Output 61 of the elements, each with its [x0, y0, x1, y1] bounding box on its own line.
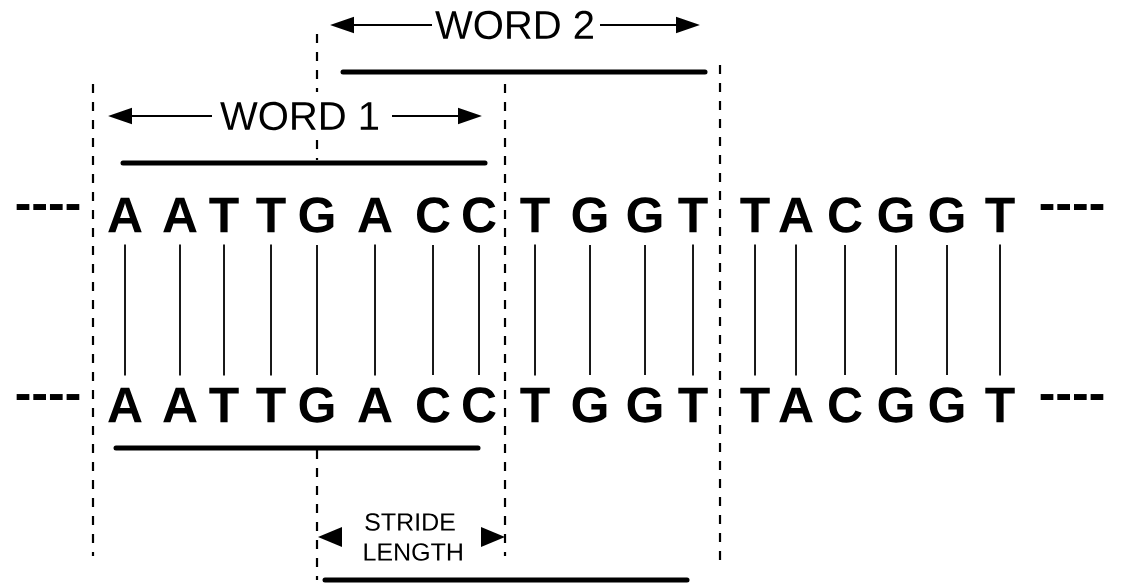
- pairing-line: [999, 243, 1001, 377]
- base-letter: T: [740, 387, 770, 423]
- pairing-line: [589, 244, 591, 376]
- pairing-line: [534, 243, 536, 377]
- base-letter: T: [209, 197, 239, 233]
- base-letter: A: [163, 387, 197, 423]
- continuation-dashes: ----: [16, 394, 80, 400]
- base-letter: A: [779, 197, 813, 233]
- base-letter: T: [209, 387, 239, 423]
- base-letter: G: [627, 387, 662, 423]
- pairing-line: [374, 243, 376, 377]
- base-letter: G: [299, 387, 334, 423]
- base-letter: A: [358, 197, 392, 233]
- word-label: WORD 2: [435, 10, 593, 40]
- base-letter: A: [163, 197, 197, 233]
- pairing-line: [692, 243, 694, 377]
- base-letter: A: [358, 387, 392, 423]
- base-letter: G: [929, 197, 964, 233]
- base-letter: T: [740, 197, 770, 233]
- pairing-line: [946, 244, 948, 376]
- pairing-line: [124, 243, 126, 377]
- base-letter: C: [417, 387, 450, 423]
- base-letter: C: [463, 197, 496, 233]
- pairing-line: [795, 243, 797, 377]
- continuation-dashes: ----: [16, 204, 80, 210]
- continuation-dashes: ----: [1040, 204, 1104, 210]
- pairing-line: [754, 243, 756, 377]
- base-letter: G: [929, 387, 964, 423]
- stride-label: STRIDE LENGTH: [364, 513, 462, 561]
- base-letter: G: [878, 387, 913, 423]
- pairing-line: [432, 244, 434, 376]
- pairing-line: [270, 243, 272, 377]
- pairing-line: [179, 243, 181, 377]
- base-letter: T: [256, 197, 286, 233]
- base-letter: T: [985, 197, 1015, 233]
- pairing-line: [316, 244, 318, 376]
- base-letter: T: [520, 387, 550, 423]
- base-letter: A: [108, 197, 142, 233]
- continuation-dashes: ----: [1040, 394, 1104, 400]
- base-letter: T: [678, 197, 708, 233]
- base-letter: T: [256, 387, 286, 423]
- pairing-line: [895, 244, 897, 376]
- word-label: WORD 1: [220, 101, 378, 131]
- base-letter: A: [108, 387, 142, 423]
- base-letter: A: [779, 387, 813, 423]
- base-letter: T: [678, 387, 708, 423]
- pairing-line: [644, 244, 646, 376]
- base-letter: G: [299, 197, 334, 233]
- base-letter: C: [829, 197, 862, 233]
- base-letter: C: [417, 197, 450, 233]
- base-letter: G: [572, 197, 607, 233]
- base-letter: C: [463, 387, 496, 423]
- pairing-line: [844, 244, 846, 376]
- base-letter: C: [829, 387, 862, 423]
- base-letter: T: [985, 387, 1015, 423]
- pairing-line: [223, 243, 225, 377]
- base-letter: T: [520, 197, 550, 233]
- base-letter: G: [572, 387, 607, 423]
- base-letter: G: [878, 197, 913, 233]
- base-letter: G: [627, 197, 662, 233]
- pairing-line: [478, 244, 480, 376]
